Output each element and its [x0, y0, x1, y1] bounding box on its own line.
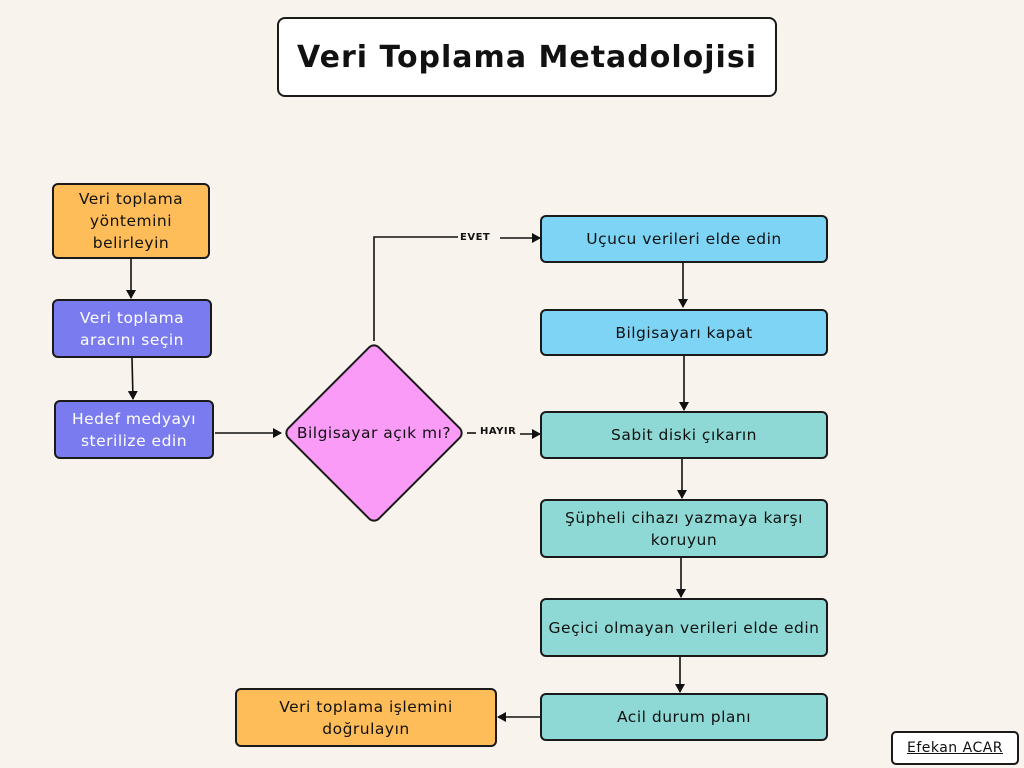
decision-label: Bilgisayar açık mı?: [296, 424, 452, 442]
node-select-tool: Veri toplama aracını seçin: [52, 299, 212, 358]
node-nonvolatile-data: Geçici olmayan verileri elde edin: [540, 598, 828, 657]
author-credit: Efekan ACAR: [891, 731, 1019, 765]
edge-decision-yes: [373, 236, 460, 341]
node-volatile-data: Uçucu verileri elde edin: [540, 215, 828, 263]
edge-label-yes: EVET: [458, 232, 493, 243]
node-sterilize-media: Hedef medyayı sterilize edin: [54, 400, 214, 459]
node-shutdown: Bilgisayarı kapat: [540, 309, 828, 356]
node-remove-disk: Sabit diski çıkarın: [540, 411, 828, 459]
node-verify: Veri toplama işlemini doğrulayın: [235, 688, 497, 747]
diagram-title: Veri Toplama Metadolojisi: [277, 17, 777, 97]
node-determine-method: Veri toplama yöntemini belirleyin: [52, 183, 210, 259]
node-contingency: Acil durum planı: [540, 693, 828, 741]
edge-tool-to-sterilize: [127, 357, 138, 400]
edge-label-no: HAYIR: [478, 426, 519, 437]
node-write-protect: Şüpheli cihazı yazmaya karşı koruyun: [540, 499, 828, 558]
decision-node: Bilgisayar açık mı?: [282, 341, 466, 525]
